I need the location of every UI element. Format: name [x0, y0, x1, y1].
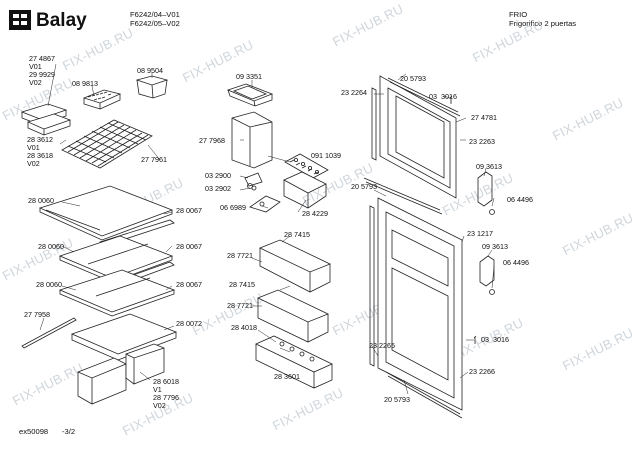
model-number-1: F6242/04–V01	[130, 10, 180, 19]
part-label: 23 1217	[467, 229, 493, 238]
bottom-hinge-strip	[385, 371, 463, 419]
part-label: 28 4018	[231, 323, 257, 332]
part-label: 28 0060	[36, 280, 62, 289]
part-label: 20 5793	[351, 182, 377, 191]
fridge-door-gasket	[369, 205, 375, 367]
hinge-lower	[479, 255, 495, 287]
thermostat-knob	[244, 172, 263, 189]
thermostat-housing	[249, 195, 281, 213]
egg-tray	[82, 89, 122, 110]
part-label: 20 5793	[400, 74, 426, 83]
freezer-wire-shelf	[61, 119, 153, 169]
part-label: 27 7961	[141, 155, 167, 164]
freezer-hinge-strip	[363, 77, 461, 215]
brand-logo-mark	[9, 10, 31, 30]
leader-lines	[39, 63, 495, 395]
appliance-description: Frigorifico 2 puertas	[509, 19, 577, 28]
part-label: 28 7721	[227, 301, 253, 310]
part-label: 28 3612 V01 28 3618 V02	[27, 135, 53, 168]
part-label: 03 2900	[205, 171, 231, 180]
part-label: 03 2902	[205, 184, 231, 193]
diagram-code: ex50098	[19, 427, 49, 436]
part-label: 03 3016	[481, 335, 509, 344]
part-label: 23 2265	[369, 341, 395, 350]
part-label: 28 4229	[302, 209, 328, 218]
brand-logo: Balay	[8, 8, 96, 32]
part-label: 23 2263	[469, 137, 495, 146]
appliance-category: FRIO	[509, 10, 528, 19]
glass-shelf-1	[38, 185, 174, 241]
part-label: 27 7958	[24, 310, 50, 319]
freezer-door-gasket	[371, 87, 377, 161]
part-label: 28 7415	[229, 280, 255, 289]
part-label: 06 6989	[220, 203, 246, 212]
door-shelf-bottle	[255, 335, 333, 389]
part-label: 23 2264	[341, 88, 367, 97]
part-label: 23 2266	[469, 367, 495, 376]
shelf-rail	[21, 317, 77, 349]
door-shelf-upper	[259, 239, 331, 293]
part-label: 28 7721	[227, 251, 253, 260]
brand-name: Balay	[36, 10, 87, 31]
part-label: 03 3016	[429, 92, 457, 101]
part-label: 09 3613	[476, 162, 502, 171]
glass-shelf-3	[58, 269, 176, 317]
crisper-drawer-left	[77, 357, 127, 405]
screw	[449, 95, 477, 344]
freezer-door	[379, 75, 457, 199]
part-label: 28 6018 V1 28 7796 V02	[153, 377, 179, 410]
part-label: 06 4496	[503, 258, 529, 267]
part-label: 27 4781	[471, 113, 497, 122]
part-label: 28 0072	[176, 319, 202, 328]
fridge-door	[377, 197, 463, 411]
part-label: 28 0060	[38, 242, 64, 251]
part-label: 091 1039	[311, 151, 341, 160]
part-label: 06 4496	[507, 195, 533, 204]
door-shelf-small	[283, 171, 327, 209]
model-number-2: F6242/05–V02	[130, 19, 180, 28]
ice-tray	[226, 83, 274, 107]
part-label: 09 3351	[236, 72, 262, 81]
evaporator-cover	[231, 111, 273, 169]
door-shelf-middle	[257, 289, 329, 343]
part-label: 28 3601	[274, 372, 300, 381]
part-label: 08 9504	[137, 66, 163, 75]
part-label: 09 3613	[482, 242, 508, 251]
butter-lid	[20, 103, 72, 136]
crisper-drawer-right	[125, 343, 165, 385]
hinge-upper	[477, 171, 493, 207]
part-label: 20 5793	[384, 395, 410, 404]
part-label: 28 0060	[28, 196, 54, 205]
part-label: 27 7968	[199, 136, 225, 145]
part-label: 28 0067	[176, 206, 202, 215]
part-label: 28 0067	[176, 280, 202, 289]
part-label: 28 7415	[284, 230, 310, 239]
page-number: -3/2	[62, 427, 76, 436]
part-label: 08 9813	[72, 79, 98, 88]
part-label: 28 0067	[176, 242, 202, 251]
washer	[251, 185, 495, 295]
part-label: 27 4867 V01 29 9929 V02	[29, 54, 55, 87]
butter-box	[135, 75, 169, 99]
